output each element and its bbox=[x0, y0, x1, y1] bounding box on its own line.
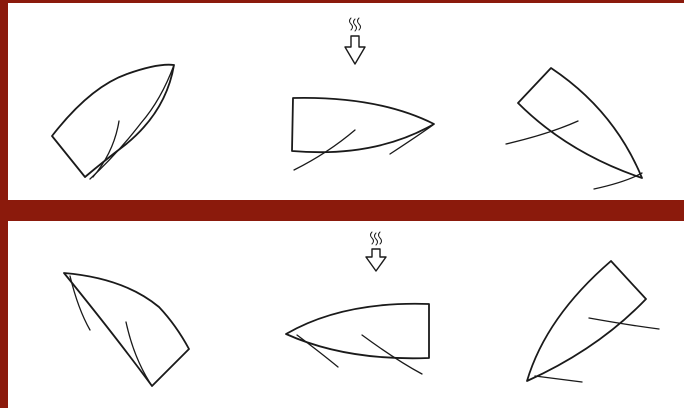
boat-center bbox=[286, 304, 429, 374]
wind-arrow-icon bbox=[366, 232, 386, 271]
boat-hull bbox=[527, 261, 646, 381]
top-panel bbox=[8, 3, 684, 200]
wake-line bbox=[93, 121, 119, 177]
wind-arrow-icon bbox=[345, 18, 365, 64]
bottom-panel-drawing bbox=[8, 221, 684, 408]
bottom-panel bbox=[8, 221, 684, 408]
boat-center bbox=[292, 98, 434, 170]
wake-line bbox=[294, 130, 355, 170]
wake-line bbox=[297, 335, 338, 367]
boat-hull bbox=[292, 98, 434, 152]
wake-line bbox=[126, 322, 152, 386]
boat-hull bbox=[52, 65, 174, 177]
wake-line bbox=[535, 376, 582, 382]
boat-hull bbox=[518, 68, 642, 178]
boat-left bbox=[64, 273, 189, 386]
wake-line bbox=[390, 125, 433, 154]
wake-line bbox=[362, 335, 422, 374]
boat-left bbox=[52, 65, 174, 179]
boat-hull bbox=[286, 304, 429, 359]
boat-hull bbox=[64, 273, 189, 386]
top-panel-drawing bbox=[8, 3, 684, 200]
boat-right bbox=[527, 261, 659, 382]
boat-right bbox=[506, 68, 642, 189]
